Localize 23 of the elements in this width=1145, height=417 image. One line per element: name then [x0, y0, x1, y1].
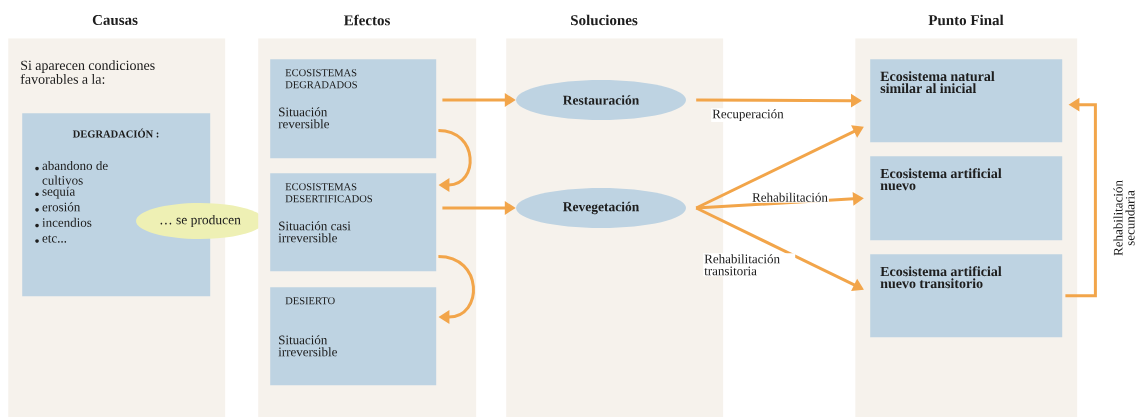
edge-label: Recuperación: [711, 108, 785, 122]
column-heading: Punto Final: [928, 14, 1004, 26]
node-label: sequía: [42, 186, 76, 199]
node-label: etc...: [42, 235, 67, 243]
result-box: Ecosistema artificial nuevo transitorio: [870, 254, 1063, 338]
process-box: ECOSISTEMAS DESERTIFICADOS Situación casi irreversible: [270, 173, 437, 272]
node-label: abandono de cultivos: [42, 160, 108, 185]
node-label: erosión: [42, 202, 81, 212]
column-heading: Soluciones: [571, 14, 638, 26]
process-box: ECOSISTEMAS DEGRADADOS Situación reversible: [270, 59, 437, 159]
edge-label: Rehabilitación: [751, 191, 829, 203]
process-box: DESIERTO Situación irreversible: [270, 287, 437, 386]
node-label: DEGRADACIÓN :: [72, 128, 159, 138]
result-box: Ecosistema artificial nuevo: [870, 156, 1063, 241]
edge-label: Rehabilitación secundaria: [1113, 180, 1135, 256]
node-label: incendios: [42, 217, 92, 227]
arrow: [438, 254, 475, 324]
arrow: [438, 128, 472, 192]
column-heading: Causas: [92, 14, 138, 26]
edge-label: Rehabilitación transitoria: [703, 253, 796, 277]
intro-text: Si aparecen condiciones favorables a la:: [20, 60, 155, 84]
result-box: Ecosistema natural similar al inicial: [870, 59, 1063, 143]
column-heading: Efectos: [343, 14, 390, 26]
